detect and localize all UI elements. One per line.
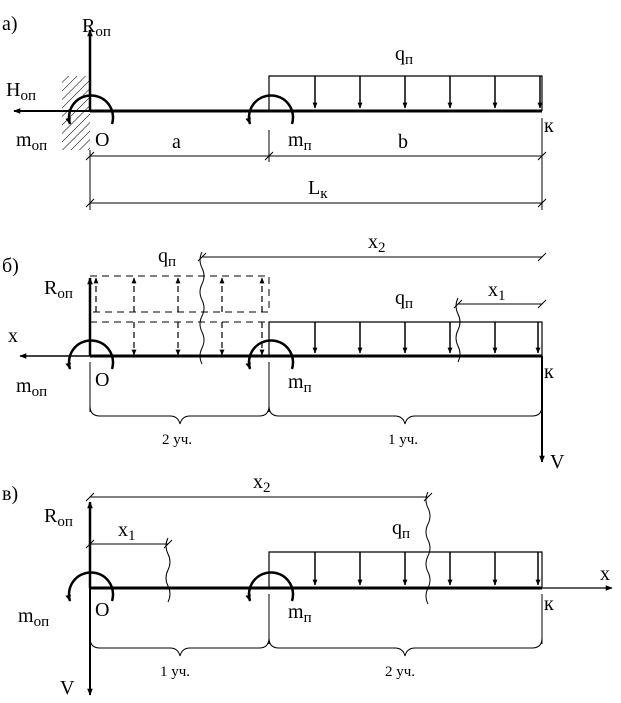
- section-braces-c: [89, 594, 543, 657]
- panel-a-tag: а): [2, 13, 18, 35]
- dimension-lines-a: [85, 118, 547, 210]
- reaction-H-label: Hоп: [6, 79, 36, 104]
- load-q-left-label: qп: [158, 245, 176, 270]
- panel-c-tag: в): [2, 483, 18, 505]
- dashed-load-arrows-b: [93, 277, 265, 356]
- distributed-load-c: [268, 551, 543, 588]
- V-label-c: V: [60, 677, 75, 699]
- dim-b-label: b: [398, 131, 408, 153]
- moment-mn-arc-c: [245, 571, 295, 602]
- dim-a-label: a: [172, 131, 181, 153]
- moment-mn-arc-b: [245, 339, 295, 370]
- panel-c: в) x2 x1 x Rоп V mоп O: [2, 471, 613, 699]
- dimension-x2-b: [197, 251, 547, 365]
- section-label-left-b: 2 уч.: [162, 432, 192, 448]
- section-braces-b: [89, 362, 543, 425]
- distributed-load-a: [268, 75, 543, 111]
- load-q-right-label: qп: [395, 287, 413, 312]
- dashed-load-left-b: [90, 275, 270, 323]
- origin-label-b: O: [95, 369, 109, 391]
- reaction-R-label: Rоп: [82, 15, 111, 40]
- moment-support-arc-c: [65, 571, 115, 602]
- x-axis-label-c: x: [600, 563, 610, 585]
- moment-support-label-b: mоп: [16, 375, 47, 400]
- dimension-x2-c: [85, 491, 433, 605]
- moment-mn-label: mп: [288, 129, 312, 154]
- reaction-R-label-c: Rоп: [44, 505, 73, 530]
- moment-support-arc: [65, 94, 115, 125]
- end-k-label-c: к: [544, 593, 554, 615]
- dimension-x1-c: [85, 537, 173, 603]
- dim-x1-label-b: x1: [488, 279, 506, 304]
- end-k-label: к: [544, 115, 554, 137]
- moment-mn-arc: [245, 94, 295, 125]
- V-label-b: V: [550, 451, 565, 473]
- x-axis-label-b: x: [8, 325, 18, 347]
- origin-label: O: [95, 129, 109, 151]
- reaction-R-label-b: Rоп: [44, 277, 73, 302]
- end-k-label-b: к: [544, 361, 554, 383]
- panel-b-tag: б): [2, 255, 19, 277]
- load-q-label-c: qп: [392, 517, 410, 542]
- dim-x2-label: x2: [368, 231, 386, 256]
- section-label-right-b: 1 уч.: [388, 432, 418, 448]
- moment-mn-label-c: mп: [288, 601, 312, 626]
- moment-support-arc-b: [65, 339, 115, 370]
- panel-b: б) x2 qп Rоп: [2, 231, 565, 473]
- fixed-support-hatch: [62, 76, 90, 150]
- origin-label-c: O: [95, 599, 109, 621]
- dim-x2-label-c: x2: [253, 471, 271, 496]
- section-label-right-c: 2 уч.: [385, 664, 415, 680]
- moment-support-label: mоп: [16, 129, 47, 154]
- section-label-left-c: 1 уч.: [160, 664, 190, 680]
- load-q-label: qп: [395, 43, 413, 68]
- dimension-x1-b: [453, 297, 547, 363]
- dim-x1-label-c: x1: [118, 519, 136, 544]
- distributed-load-b: [268, 321, 543, 356]
- dim-L-label: Lк: [308, 177, 328, 202]
- moment-mn-label-b: mп: [288, 371, 312, 396]
- moment-support-label-c: mоп: [18, 605, 49, 630]
- panel-a: а) Rоп Hоп mоп O mп qп к: [2, 13, 554, 210]
